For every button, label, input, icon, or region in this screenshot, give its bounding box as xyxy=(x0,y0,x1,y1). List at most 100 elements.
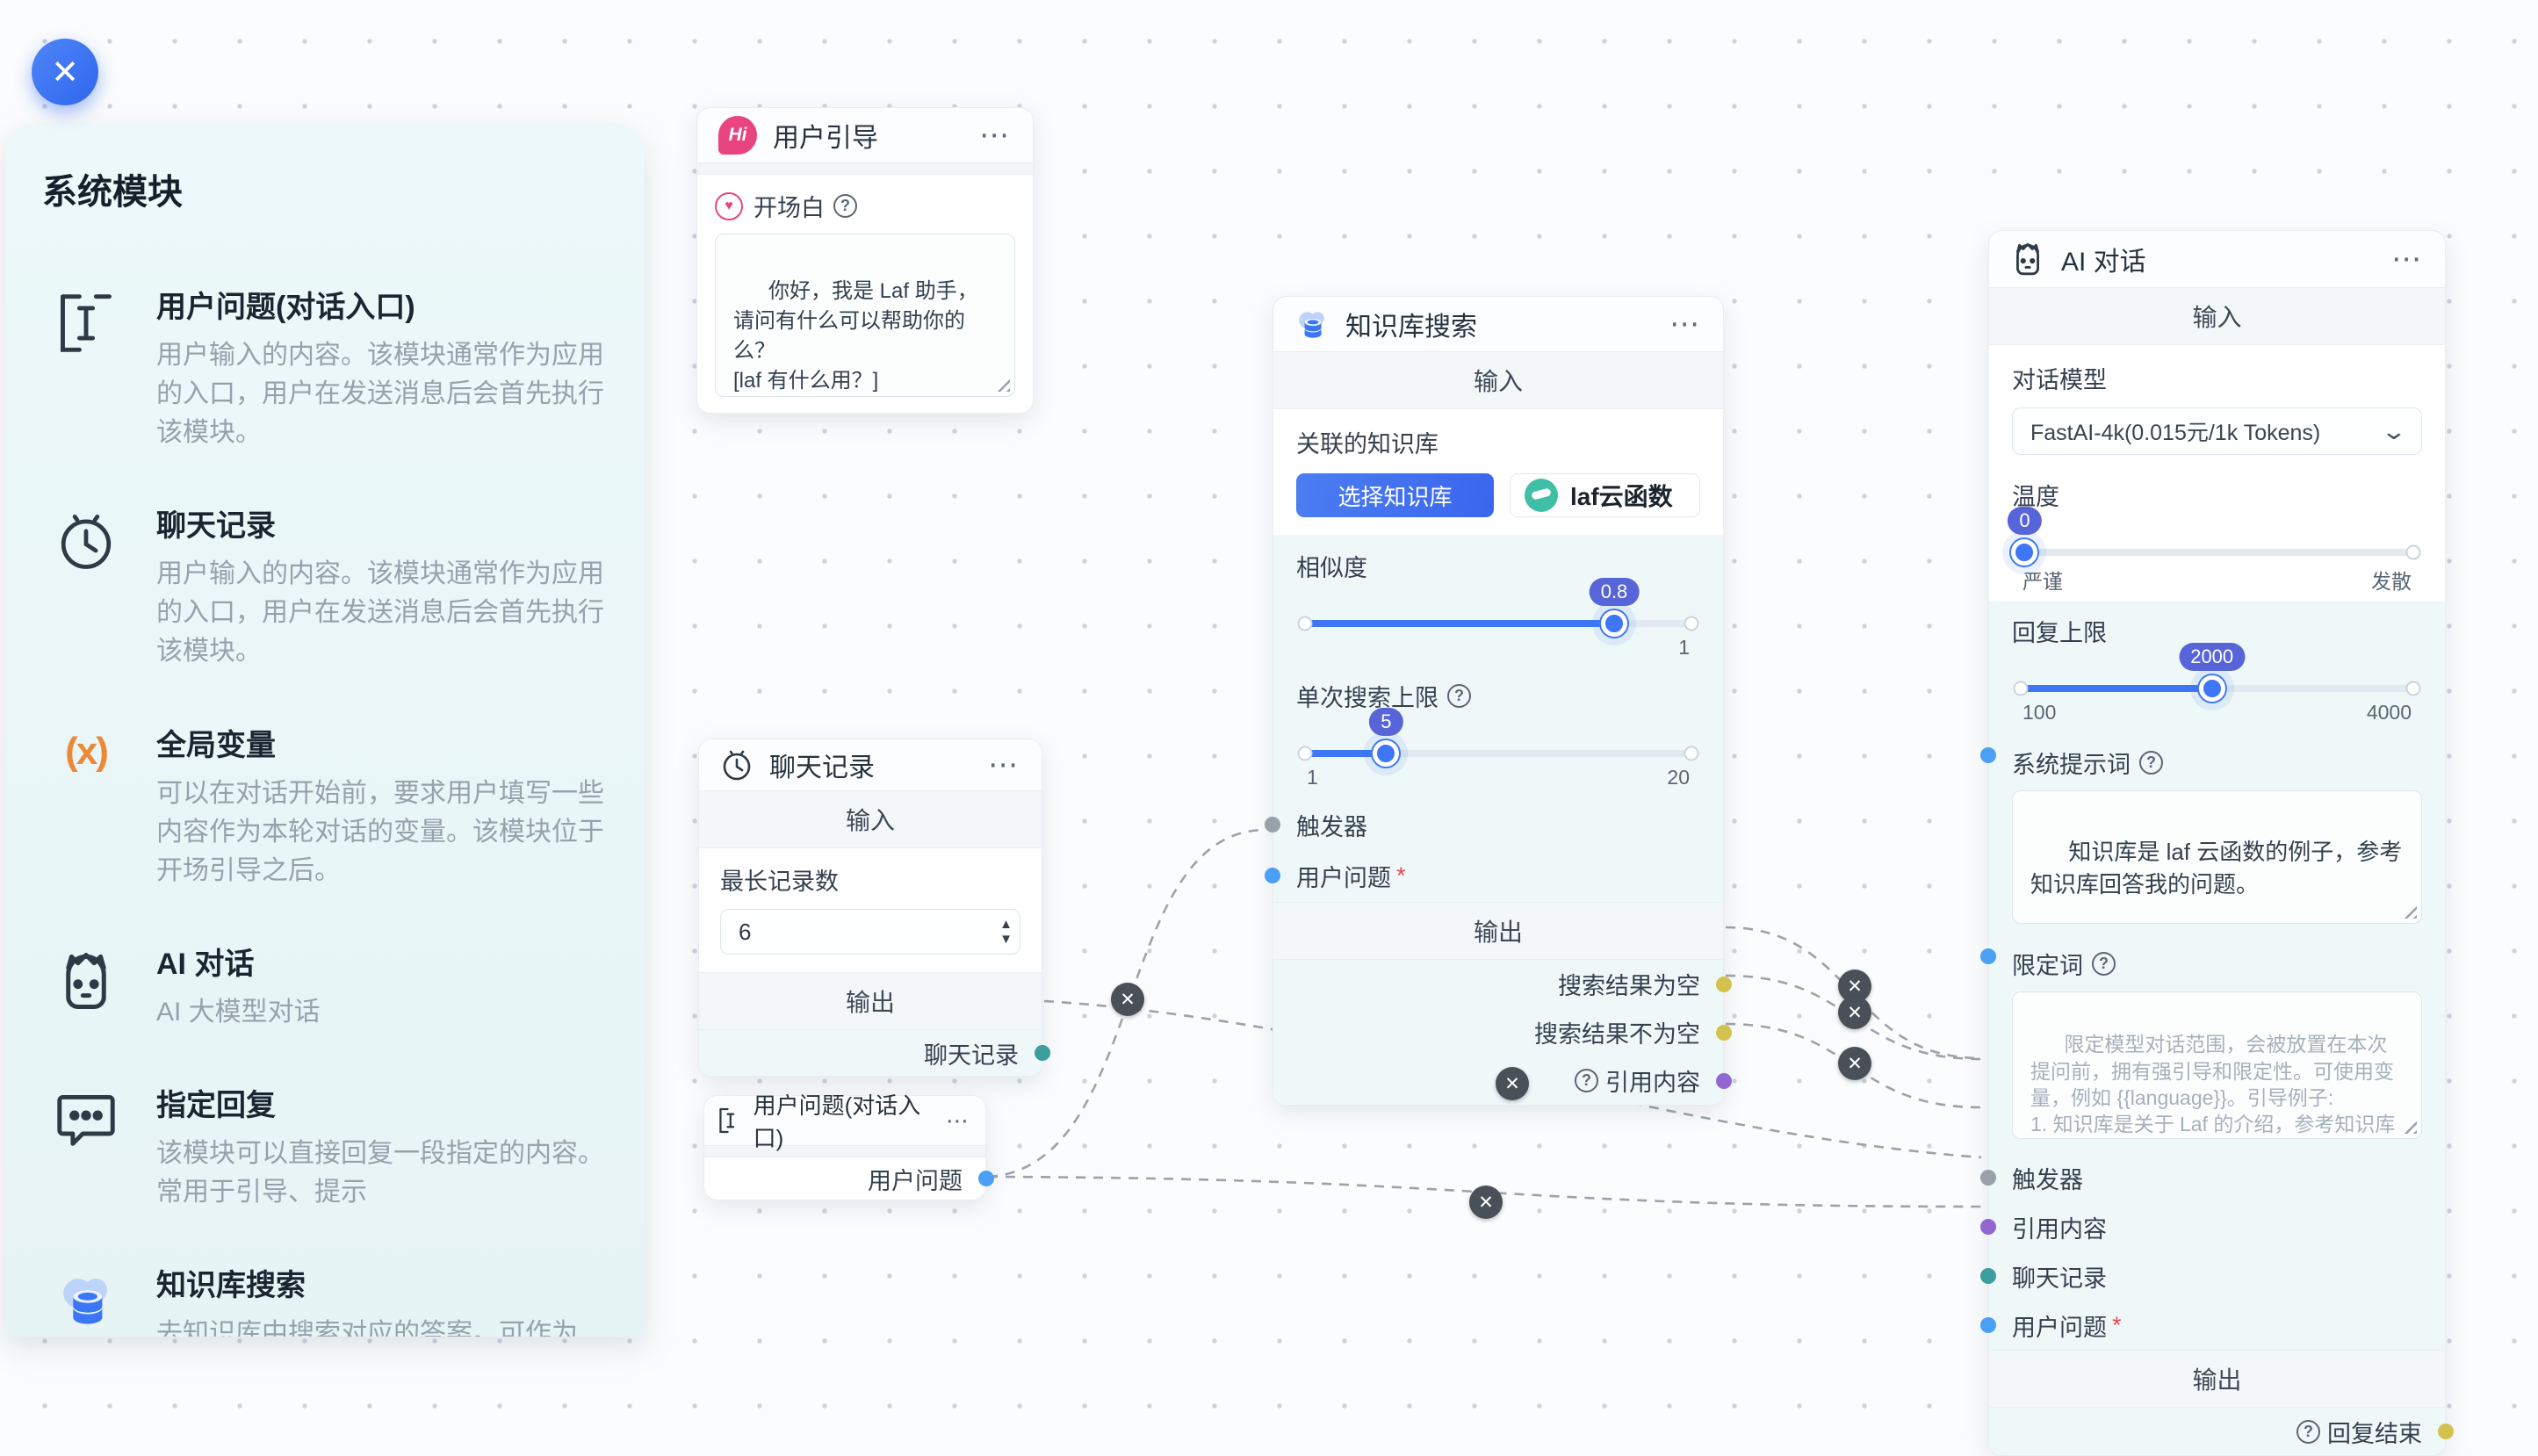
max-records-input[interactable]: 6 ▲ ▼ xyxy=(720,909,1020,955)
sidebar-item-label: 指定回复 xyxy=(156,1088,276,1122)
slider-thumb[interactable] xyxy=(2198,675,2225,702)
input-row-user-question: 用户问题* xyxy=(1980,1301,2445,1350)
close-icon[interactable]: ✕ xyxy=(32,39,98,105)
node-header[interactable]: 知识库搜索 ⋯ xyxy=(1273,297,1723,351)
system-prompt-textarea[interactable]: 知识库是 laf 云函数的例子，参考知识库回答我的问题。 xyxy=(2012,790,2422,924)
model-select[interactable]: FastAI-4k(0.015元/1k Tokens) ⌄ xyxy=(2012,407,2422,455)
similarity-value-badge: 0.8 xyxy=(1589,578,1640,606)
qualifier-textarea[interactable]: 限定模型对话范围，会被放置在本次提问前，拥有强引导和限定性。可使用变量，例如 {… xyxy=(2012,991,2422,1139)
reply-max-label: 4000 xyxy=(2366,701,2412,724)
help-icon[interactable]: ? xyxy=(833,194,857,218)
node-user-question[interactable]: 用户问题(对话入口) ⋯ 用户问题 xyxy=(703,1092,994,1200)
laf-logo-icon xyxy=(1525,479,1558,512)
temp-right-label: 发散 xyxy=(2371,570,2412,593)
node-user-guide[interactable]: Hi 用户引导 ⋯ ♥ 开场白 ? 你好，我是 Laf 助手，请问有什么可以帮助… xyxy=(696,107,1034,414)
reply-limit-value-badge: 2000 xyxy=(2179,643,2246,671)
database-icon xyxy=(1299,312,1324,338)
port-user-question-in[interactable] xyxy=(1980,1317,1996,1333)
section-divider xyxy=(697,162,1033,175)
port-search-empty-out[interactable] xyxy=(1716,976,1732,992)
port-quote-out[interactable] xyxy=(1716,1072,1732,1089)
model-label: 对话模型 xyxy=(2012,367,2107,393)
number-stepper[interactable]: ▲ ▼ xyxy=(999,918,1013,946)
resize-grip-icon[interactable] xyxy=(2402,1119,2417,1134)
system-prompt-label: 系统提示词 xyxy=(2012,752,2131,778)
port-qualifier-in[interactable] xyxy=(1980,948,1996,964)
resize-grip-icon[interactable] xyxy=(2402,904,2417,919)
port-reply-end-out[interactable] xyxy=(2438,1424,2454,1439)
similarity-max-label: 1 xyxy=(1678,636,1690,659)
chat-bubble-icon xyxy=(42,1081,130,1148)
port-user-question-in[interactable] xyxy=(1265,868,1280,883)
variable-icon: (x) xyxy=(65,729,109,773)
sidebar-item-desc: 用户输入的内容。该模块通常作为应用的入口，用户在发送消息后会首先执行该模块。 xyxy=(156,559,604,667)
sidebar-item-ai-chat[interactable]: AI 对话 AI 大模型对话 xyxy=(42,940,608,1032)
temperature-slider[interactable]: 0 xyxy=(2008,507,2421,566)
help-icon[interactable]: ? xyxy=(2296,1419,2320,1444)
step-down-icon: ▼ xyxy=(999,932,1013,947)
help-icon[interactable]: ? xyxy=(1447,684,1471,708)
slider-thumb[interactable] xyxy=(1373,740,1400,767)
slider-thumb[interactable] xyxy=(1601,610,1627,637)
help-icon[interactable]: ? xyxy=(1575,1069,1598,1092)
output-row-empty: 搜索结果为空 xyxy=(1273,960,1732,1008)
node-ai-chat[interactable]: AI 对话 ⋯ 输入 对话模型 FastAI-4k(0.015元/1k Toke… xyxy=(1980,230,2454,1456)
port-system-prompt-in[interactable] xyxy=(1980,747,1996,763)
slider-thumb[interactable] xyxy=(2011,539,2038,566)
edge-delete-button[interactable]: ✕ xyxy=(1496,1067,1529,1100)
node-header[interactable]: Hi 用户引导 ⋯ xyxy=(697,108,1033,162)
search-limit-slider[interactable]: 5 xyxy=(1297,708,1699,767)
port-trigger-in[interactable] xyxy=(1265,817,1280,833)
node-header[interactable]: 用户问题(对话入口) ⋯ xyxy=(704,1092,985,1151)
port-history-in[interactable] xyxy=(1980,1268,1996,1284)
section-divider xyxy=(704,1145,985,1157)
sidebar-item-chat-history[interactable]: 聊天记录 用户输入的内容。该模块通常作为应用的入口，用户在发送消息后会首先执行该… xyxy=(42,501,608,671)
welcome-textarea[interactable]: 你好，我是 Laf 助手，请问有什么可以帮助你的么？ [laf 有什么用？] [… xyxy=(715,234,1015,397)
sidebar-item-fixed-reply[interactable]: 指定回复 该模块可以直接回复一段指定的内容。常用于引导、提示 xyxy=(42,1081,608,1212)
edge-delete-button[interactable]: ✕ xyxy=(1111,983,1144,1016)
limit-max-label: 20 xyxy=(1667,766,1690,789)
input-row-trigger: 触发器 xyxy=(1265,800,1723,849)
search-limit-label: 单次搜索上限 xyxy=(1296,685,1438,711)
qualifier-label: 限定词 xyxy=(2012,953,2083,979)
node-kb-search[interactable]: 知识库搜索 ⋯ 输入 关联的知识库 选择知识库 laf云函数 相似度 0.8 1… xyxy=(1265,296,1732,1106)
port-user-question-out[interactable] xyxy=(978,1171,994,1186)
similarity-slider[interactable]: 0.8 xyxy=(1297,578,1699,637)
port-quote-in[interactable] xyxy=(1980,1219,1996,1235)
temperature-value-badge: 0 xyxy=(2008,507,2042,535)
node-chat-history[interactable]: 聊天记录 ⋯ 输入 最长记录数 6 ▲ ▼ 输出 聊天记录 xyxy=(698,739,1050,1077)
edge-delete-button[interactable]: ✕ xyxy=(1838,996,1871,1029)
output-row-chat-history: 聊天记录 xyxy=(699,1030,1050,1076)
input-row-history: 聊天记录 xyxy=(1980,1251,2445,1301)
edge-delete-button[interactable]: ✕ xyxy=(1469,1186,1503,1219)
edge-delete-button[interactable]: ✕ xyxy=(1838,1047,1871,1080)
reply-limit-slider[interactable]: 2000 xyxy=(2013,643,2421,702)
kb-tag[interactable]: laf云函数 xyxy=(1510,473,1700,517)
clock-icon xyxy=(723,750,751,781)
resize-grip-icon[interactable] xyxy=(995,377,1010,392)
sidebar-item-user-question[interactable]: 用户问题(对话入口) 用户输入的内容。该模块通常作为应用的入口，用户在发送消息后… xyxy=(42,283,608,452)
sidebar-item-global-variable[interactable]: (x) 全局变量 可以在对话开始前，要求用户填写一些内容作为本轮对话的变量。该模… xyxy=(42,721,608,890)
node-header[interactable]: AI 对话 ⋯ xyxy=(1989,231,2445,287)
input-row-quote: 引用内容 xyxy=(1980,1202,2445,1251)
sidebar-item-desc: 用户输入的内容。该模块通常作为应用的入口，用户在发送消息后会首先执行该模块。 xyxy=(156,341,604,448)
node-header[interactable]: 聊天记录 ⋯ xyxy=(699,739,1042,790)
welcome-heart-icon: ♥ xyxy=(715,191,743,220)
input-section-header: 输入 xyxy=(1273,351,1723,409)
help-icon[interactable]: ? xyxy=(2139,751,2163,775)
robot-icon xyxy=(42,940,130,1013)
output-section-header: 输出 xyxy=(699,972,1042,1030)
port-chat-history-out[interactable] xyxy=(1035,1045,1050,1061)
step-up-icon: ▲ xyxy=(999,917,1013,932)
sidebar-item-kb-search[interactable]: 知识库搜索 去知识库中搜索对应的答案。可作为 AI 对话引用参考。 xyxy=(42,1261,608,1337)
text-input-icon xyxy=(42,283,130,355)
help-icon[interactable]: ? xyxy=(2092,952,2116,976)
select-kb-button[interactable]: 选择知识库 xyxy=(1296,473,1494,517)
port-trigger-in[interactable] xyxy=(1980,1170,1996,1186)
clock-icon xyxy=(42,501,130,572)
output-section-header: 输出 xyxy=(1989,1350,2445,1408)
input-row-trigger: 触发器 xyxy=(1980,1153,2445,1202)
node-title: AI 对话 xyxy=(2061,248,2146,277)
port-search-not-empty-out[interactable] xyxy=(1716,1024,1732,1041)
text-input-icon xyxy=(719,1107,735,1134)
